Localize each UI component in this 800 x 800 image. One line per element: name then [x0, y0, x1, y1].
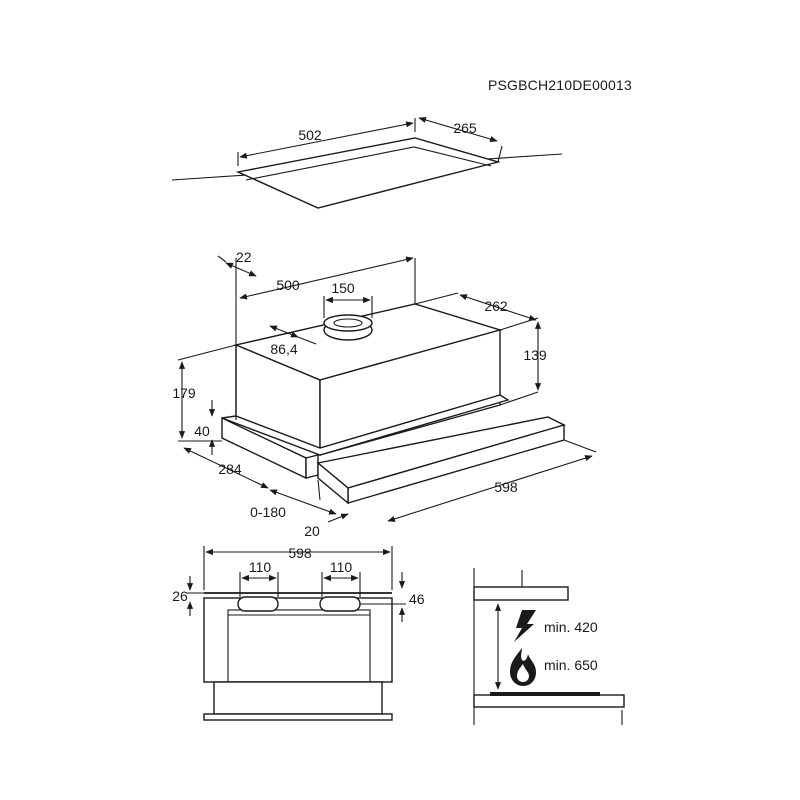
hob-surface — [490, 692, 600, 696]
front-visor — [203, 713, 393, 721]
cutout-view: 502 265 — [171, 117, 563, 209]
front-body-outer — [203, 597, 393, 683]
dim-20-ext — [317, 479, 321, 501]
front-view: 598 110 110 26 46 — [172, 545, 425, 721]
dim-86-ext — [297, 336, 317, 345]
dim-body-height-label: 139 — [523, 347, 547, 363]
dim-262-arrow — [459, 294, 537, 321]
vent-right — [319, 596, 361, 612]
dim-262-ext — [414, 292, 459, 305]
dim-extension-label: 0-180 — [250, 504, 286, 520]
hood-back-edge — [499, 317, 539, 331]
front-top-band-label: 26 — [172, 588, 188, 604]
dim-outlet-offset-label: 86,4 — [270, 341, 297, 357]
guide-line-left — [177, 344, 237, 361]
dim-panel-thickness-label: 20 — [304, 523, 320, 539]
dim-284-arrow — [183, 447, 269, 489]
dim-total-height-label: 179 — [172, 385, 196, 401]
dim-500-arrow — [239, 256, 414, 300]
dim-total-width-label: 598 — [494, 479, 518, 495]
cutout-outline — [235, 137, 501, 209]
dim-86-arrow — [269, 325, 299, 338]
vent-height-label: 46 — [409, 591, 425, 607]
hood-chassis-front — [305, 454, 319, 479]
dim-598-ext — [563, 439, 597, 453]
cutout-inner-edge — [245, 146, 492, 181]
hood-iso-view: 22 500 150 86,4 262 139 179 40 284 — [172, 249, 597, 539]
hob-profile — [473, 694, 625, 708]
cutout-depth-label: 265 — [453, 120, 477, 136]
dim-line-265-ext — [497, 145, 503, 163]
lightning-icon — [514, 610, 536, 642]
dim-body-width-label: 500 — [276, 277, 300, 293]
flame-icon — [510, 648, 536, 686]
dim-front-height-label: 40 — [194, 423, 210, 439]
drawing-code: PSGBCH210DE00013 — [488, 77, 632, 93]
dim-180-arrow — [269, 489, 337, 515]
dim-top-offset-label: 22 — [236, 249, 252, 265]
dim-598-arrow — [387, 455, 593, 522]
dim-depth-label: 284 — [218, 461, 242, 477]
dim-line-265-arrow — [418, 117, 498, 142]
hood-profile — [473, 586, 569, 601]
dim-body-depth-label: 262 — [484, 298, 508, 314]
dim-20-arrow-a — [327, 513, 349, 523]
visor-side — [317, 461, 349, 505]
vent-right-width-label: 110 — [330, 559, 353, 575]
outlet-inner — [333, 318, 363, 328]
front-total-width-label: 598 — [288, 545, 312, 561]
outlet-top — [323, 314, 373, 332]
hood-back-edge-b — [499, 391, 539, 406]
dim-22-ext-b — [217, 255, 227, 263]
dim-line-502-arrow — [239, 121, 414, 159]
gas-clearance-label: min. 650 — [544, 657, 598, 673]
cutout-width-label: 502 — [298, 127, 322, 143]
vent-left — [237, 596, 279, 612]
front-base — [213, 681, 383, 715]
dim-outlet-diameter-label: 150 — [331, 280, 355, 296]
clearance-view: min. 420 min. 650 — [473, 568, 625, 725]
electric-clearance-label: min. 420 — [544, 619, 598, 635]
vent-left-width-label: 110 — [249, 559, 272, 575]
